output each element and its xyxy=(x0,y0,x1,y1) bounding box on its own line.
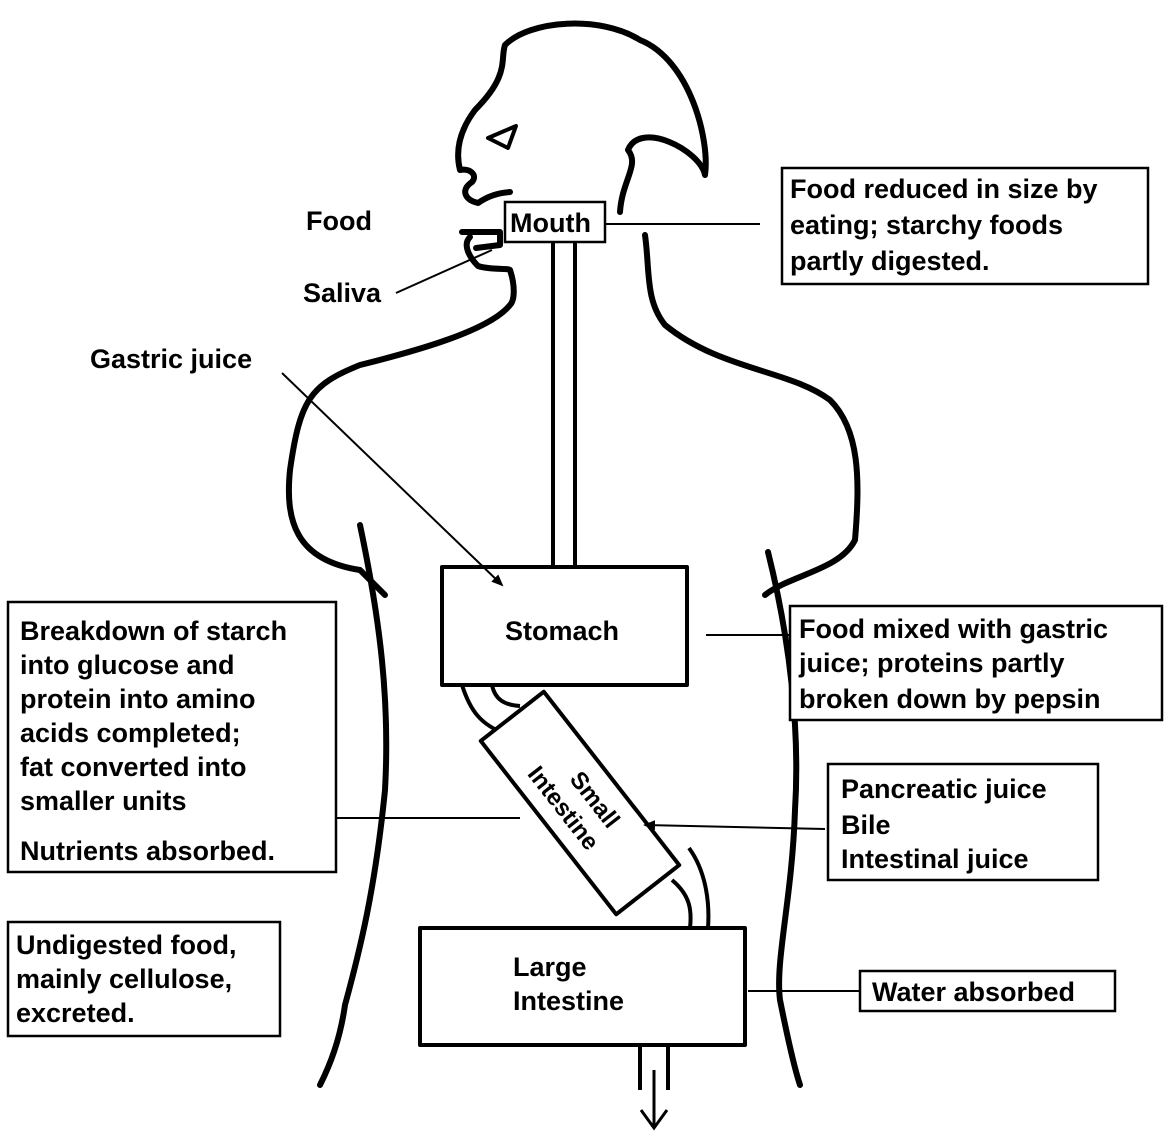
svg-text:Food reduced in size by: Food reduced in size by xyxy=(790,174,1098,204)
svg-text:eating; starchy foods: eating; starchy foods xyxy=(790,210,1063,240)
large-intestine-note: Water absorbed xyxy=(860,971,1115,1011)
saliva-label: Saliva xyxy=(303,278,382,308)
stomach-label: Stomach xyxy=(505,616,619,646)
mouth-label: Mouth xyxy=(505,202,605,242)
food-label: Food xyxy=(306,206,372,236)
svg-text:Nutrients absorbed.: Nutrients absorbed. xyxy=(20,836,275,866)
svg-text:Bile: Bile xyxy=(841,810,891,840)
large-intestine-label-line-2: Intestine xyxy=(513,986,624,1016)
svg-text:Mouth: Mouth xyxy=(510,208,591,238)
downward-arrow-icon xyxy=(641,1070,667,1128)
svg-text:acids completed;: acids completed; xyxy=(20,718,241,748)
svg-text:fat converted into: fat converted into xyxy=(20,752,247,782)
gastric-juice-label: Gastric juice xyxy=(90,344,252,374)
svg-text:Water absorbed: Water absorbed xyxy=(872,977,1075,1007)
svg-text:Breakdown of starch: Breakdown of starch xyxy=(20,616,287,646)
svg-text:Intestinal juice: Intestinal juice xyxy=(841,844,1029,874)
svg-text:smaller units: smaller units xyxy=(20,786,187,816)
small-intestine-note: Breakdown of starch into glucose and pro… xyxy=(8,602,336,872)
excretion-note: Undigested food, mainly cellulose, excre… xyxy=(8,922,280,1036)
svg-text:broken down by pepsin: broken down by pepsin xyxy=(799,684,1101,714)
svg-text:excreted.: excreted. xyxy=(16,998,135,1028)
stomach-note: Food mixed with gastric juice; proteins … xyxy=(790,606,1162,720)
svg-text:protein into amino: protein into amino xyxy=(20,684,256,714)
svg-text:mainly cellulose,: mainly cellulose, xyxy=(16,964,232,994)
svg-text:Food mixed with gastric: Food mixed with gastric xyxy=(799,614,1108,644)
svg-text:Pancreatic juice: Pancreatic juice xyxy=(841,774,1047,804)
mouth-note: Food reduced in size by eating; starchy … xyxy=(782,168,1148,284)
svg-text:Undigested food,: Undigested food, xyxy=(16,930,236,960)
svg-text:juice; proteins partly: juice; proteins partly xyxy=(798,648,1065,678)
svg-text:partly digested.: partly digested. xyxy=(790,246,990,276)
secretions-note: Pancreatic juice Bile Intestinal juice xyxy=(828,764,1098,880)
svg-text:into glucose and: into glucose and xyxy=(20,650,235,680)
large-intestine-label-line-1: Large xyxy=(513,952,587,982)
